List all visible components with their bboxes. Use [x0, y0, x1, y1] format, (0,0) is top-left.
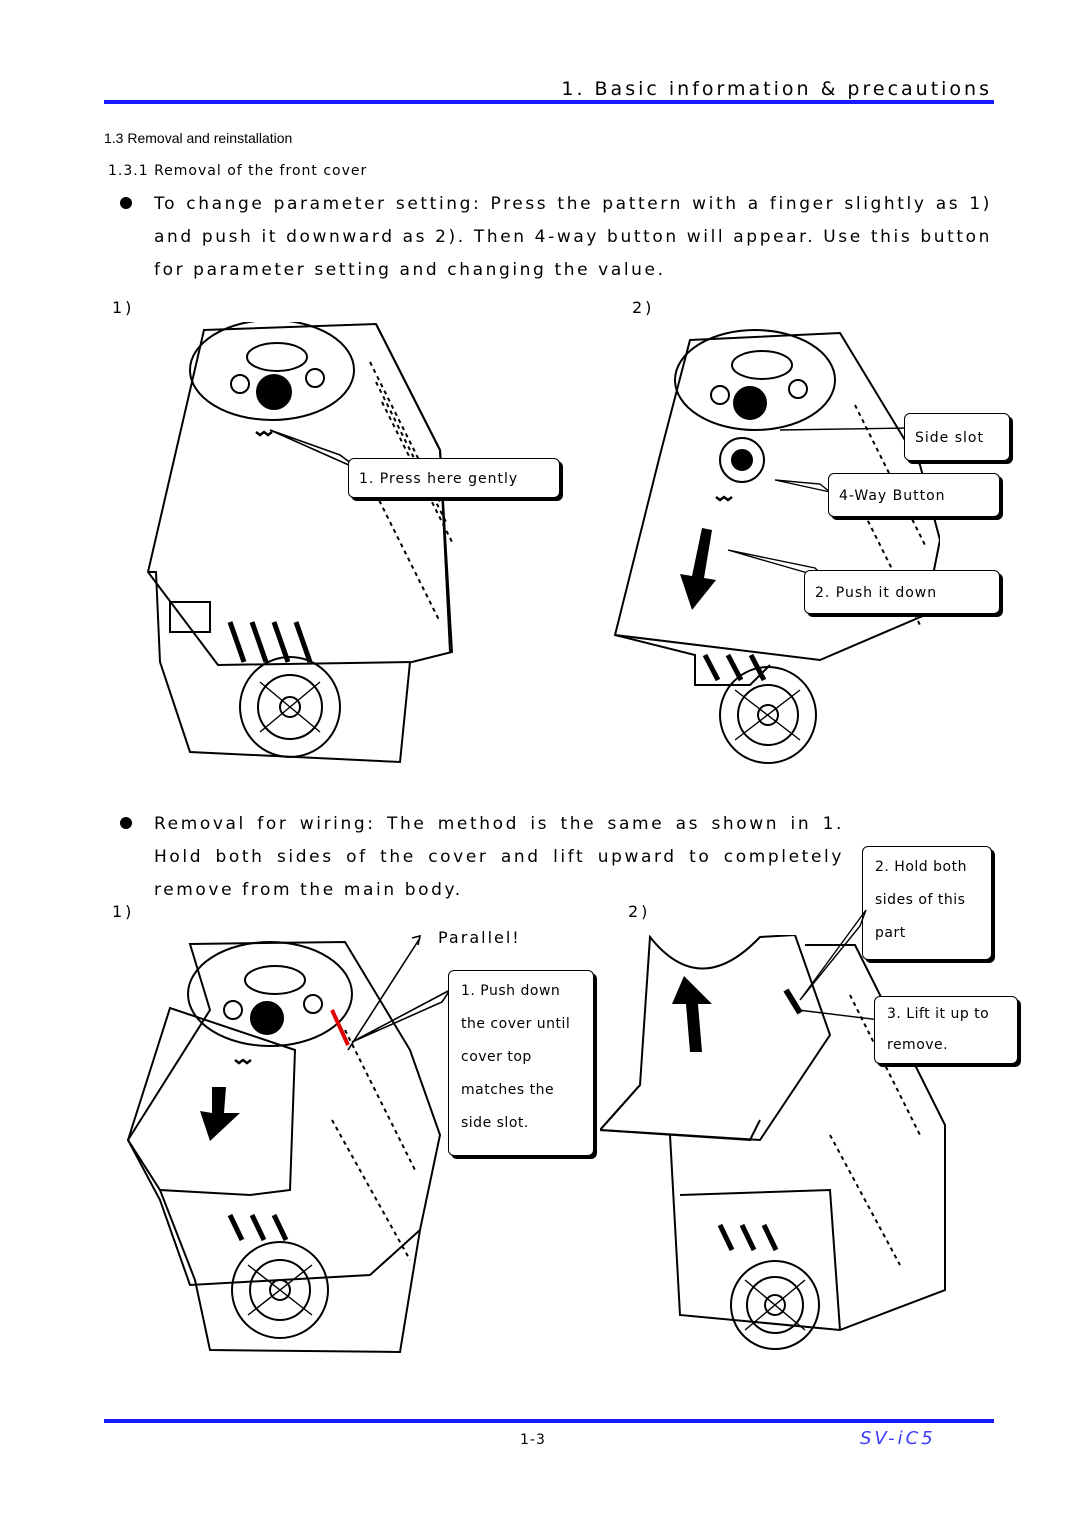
callout-four-way-button: 4-Way Button [828, 473, 1000, 517]
callout-hold-both-sides: 2. Hold both sides of this part [862, 846, 992, 960]
header-rule [104, 100, 994, 104]
page-number: 1-3 [520, 1432, 546, 1448]
callout-push-cover: 1. Push down the cover until cover top m… [448, 970, 594, 1156]
callout-push-down: 2. Push it down [804, 570, 1000, 614]
section-heading: 1.3 Removal and reinstallation [104, 130, 293, 146]
callout-line: 2. Hold both [875, 859, 967, 875]
subsection-heading: 1.3.1 Removal of the front cover [108, 163, 368, 179]
callout-lift-to-remove: 3. Lift it up to remove. [874, 996, 1018, 1064]
push-cover-arrow-icon [200, 1087, 240, 1141]
footer-rule [104, 1419, 994, 1423]
callout-line: sides of this [875, 892, 966, 908]
push-down-arrow-icon [680, 528, 716, 610]
lift-arrow-icon [672, 976, 712, 1052]
callout-line: part [875, 925, 906, 941]
callout-line: cover top [461, 1049, 532, 1065]
step-1-label: 1) [112, 298, 135, 317]
inverter-figure-push [613, 329, 940, 764]
paragraph-text: To change parameter setting: Press the p… [154, 194, 992, 280]
chapter-header: 1. Basic information & precautions [561, 78, 992, 100]
parallel-label: Parallel! [438, 928, 521, 947]
callout-side-slot: Side slot [904, 413, 1010, 461]
callout-line: the cover until [461, 1016, 571, 1032]
callout-press-here: 1. Press here gently [348, 458, 560, 498]
callout-line: 1. Push down [461, 983, 561, 999]
callout-line: matches the [461, 1082, 555, 1098]
step-2-label: 2) [632, 298, 655, 317]
paragraph-front-cover: To change parameter setting: Press the p… [120, 188, 992, 287]
inverter-figure-push-cover [126, 940, 442, 1354]
paragraph-wiring: Removal for wiring: The method is the sa… [120, 808, 992, 907]
lift-pointers [797, 909, 881, 1020]
callout-line: side slot. [461, 1115, 529, 1131]
parallel-arrow [347, 934, 451, 1051]
inverter-figure-press [146, 322, 454, 764]
inverter-figure-lift [600, 935, 946, 1350]
model-name: SV-iC5 [860, 1428, 936, 1449]
bullet-icon [120, 817, 132, 829]
bullet-icon [120, 197, 132, 209]
callout-line: remove. [887, 1037, 949, 1053]
paragraph-text: Removal for wiring: The method is the sa… [154, 814, 844, 900]
step-1-label-b: 1) [112, 902, 135, 921]
callout-line: 3. Lift it up to [887, 1006, 990, 1022]
step-2-label-b: 2) [628, 902, 651, 921]
